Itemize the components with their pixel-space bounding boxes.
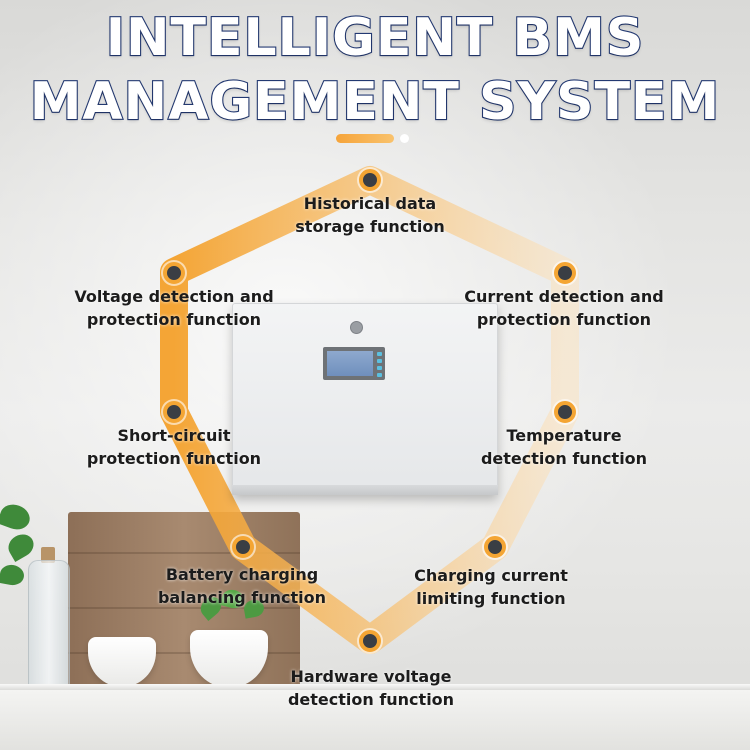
feature-marker-icon <box>554 401 576 423</box>
counter-edge <box>0 684 750 692</box>
bottle-cork-decor <box>41 547 55 563</box>
feature-marker-icon <box>554 262 576 284</box>
feature-marker-icon <box>163 262 185 284</box>
title-divider-bar <box>336 134 394 143</box>
feature-marker-icon <box>484 536 506 558</box>
page-title-line-1: INTELLIGENT BMS <box>105 7 645 69</box>
device-lcd <box>323 347 385 380</box>
countertop <box>0 690 750 750</box>
feature-marker-icon <box>359 630 381 652</box>
feature-marker-icon <box>232 536 254 558</box>
title-divider-dot <box>400 134 409 143</box>
bms-device-icon <box>232 303 498 495</box>
feature-marker-icon <box>359 169 381 191</box>
feature-marker-icon <box>163 401 185 423</box>
page-title-line-2: MANAGEMENT SYSTEM <box>29 71 721 133</box>
device-logo <box>350 321 363 334</box>
